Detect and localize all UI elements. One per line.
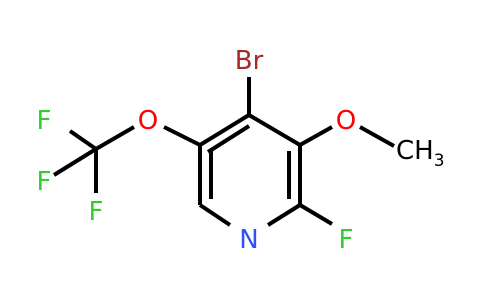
atom-f-bottom: F — [89, 197, 104, 227]
atom-o-ether: O — [138, 106, 158, 136]
bond-c5-o — [163, 125, 201, 147]
bond-cf3-f-top — [68, 129, 98, 151]
atom-n: N — [239, 225, 258, 255]
methyl-symbol: CH — [396, 136, 434, 166]
bond-c5-c4-inner — [206, 124, 251, 154]
bond-c5-c4 — [198, 113, 251, 147]
atom-methyl: CH3 — [396, 136, 445, 171]
atom-o-methoxy: O — [336, 106, 356, 136]
bond-o-cf3 — [94, 125, 136, 151]
bond-o-ch3 — [359, 125, 395, 148]
bond-n-c6 — [198, 203, 232, 227]
atom-f-ring: F — [339, 225, 354, 255]
bond-c3-o — [299, 125, 333, 147]
atom-br: Br — [235, 46, 264, 76]
atom-f-left: F — [37, 167, 52, 197]
bond-c2-n — [266, 203, 302, 227]
bond-cf3-f-left — [52, 147, 98, 177]
atom-labels: Br O CH3 O F F F F N — [37, 46, 445, 255]
bond-c2-f — [298, 203, 334, 226]
methyl-subscript: 3 — [434, 151, 445, 171]
bonds — [52, 77, 395, 227]
atom-f-top: F — [37, 106, 52, 136]
bond-c4-c3 — [247, 113, 302, 147]
